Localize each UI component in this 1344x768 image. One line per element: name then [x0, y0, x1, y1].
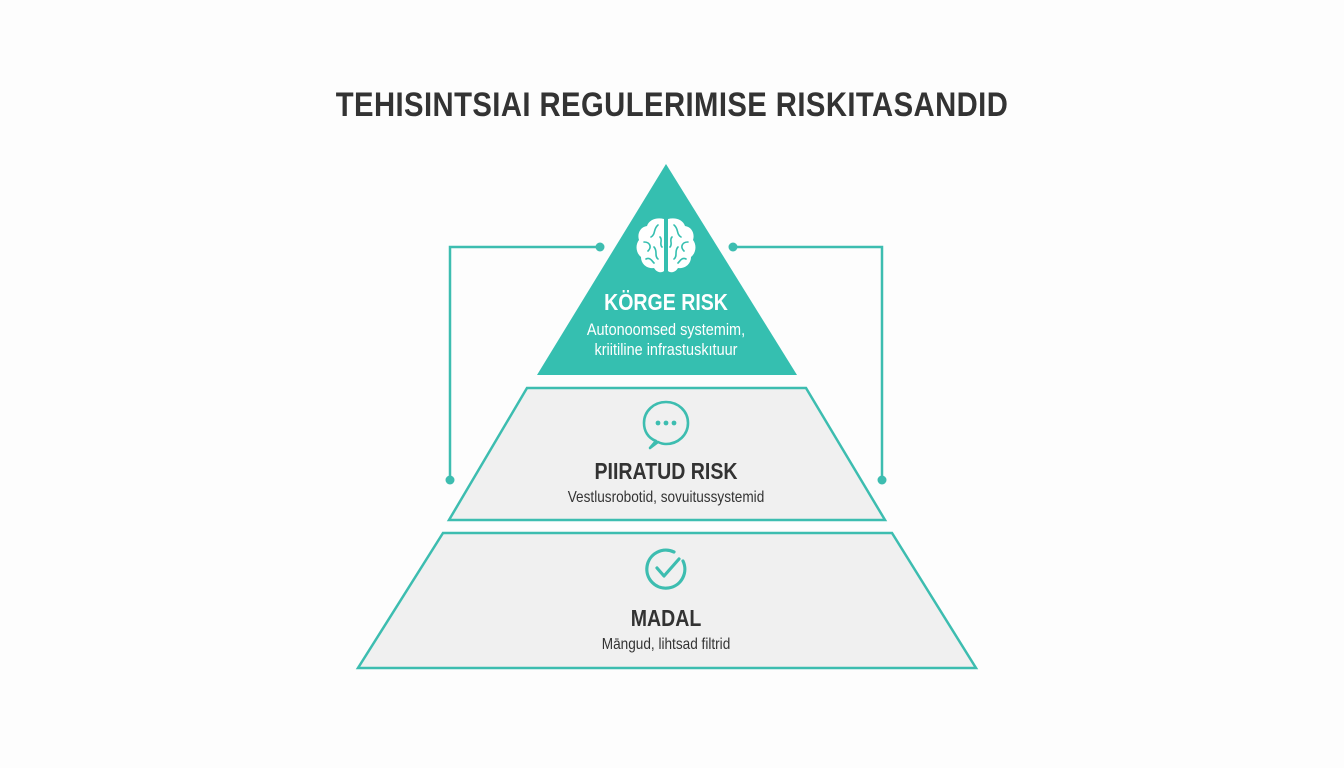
tier-low-text: MADAL Māngud, lihtsad filtrid: [466, 605, 866, 654]
connector-left-dot-top: [595, 242, 605, 252]
chat-bubble-icon: [642, 400, 690, 450]
check-circle-icon: [645, 548, 687, 590]
tier-high-label: KÖRGE RISK: [604, 289, 728, 315]
page-title: TEHISINTSIAI REGULERIMISE RISKITASANDID: [335, 86, 1009, 124]
tier-limited-shape: [446, 386, 888, 522]
connector-left-dot-bottom: [445, 475, 455, 485]
tier-high-description-line2: kriitiline infrastuskıtuur: [594, 340, 738, 359]
tier-low-label: MADAL: [630, 605, 702, 631]
tier-low-description: Māngud, lihtsad filtrid: [601, 636, 731, 653]
connector-right-dot-top: [728, 242, 738, 252]
tier-limited-label: PIIRATUD RISK: [594, 458, 738, 484]
connector-right-dot-bottom: [877, 475, 887, 485]
connector-left: [448, 245, 600, 480]
tier-limited-description: Vestlusrobotid, sovuitussystemid: [567, 489, 765, 506]
brain-icon: [636, 218, 696, 273]
tier-low-shape: [355, 531, 979, 670]
connector-right: [733, 245, 884, 480]
tier-high-text: KÖRGE RISK Autonoomsed systemim, kriitil…: [536, 289, 796, 360]
tier-high-shape: [537, 164, 797, 375]
tier-high-description-line1: Autonoomsed systemim,: [586, 320, 746, 339]
tier-limited-text: PIIRATUD RISK Vestlusrobotid, sovuitussy…: [466, 458, 866, 507]
